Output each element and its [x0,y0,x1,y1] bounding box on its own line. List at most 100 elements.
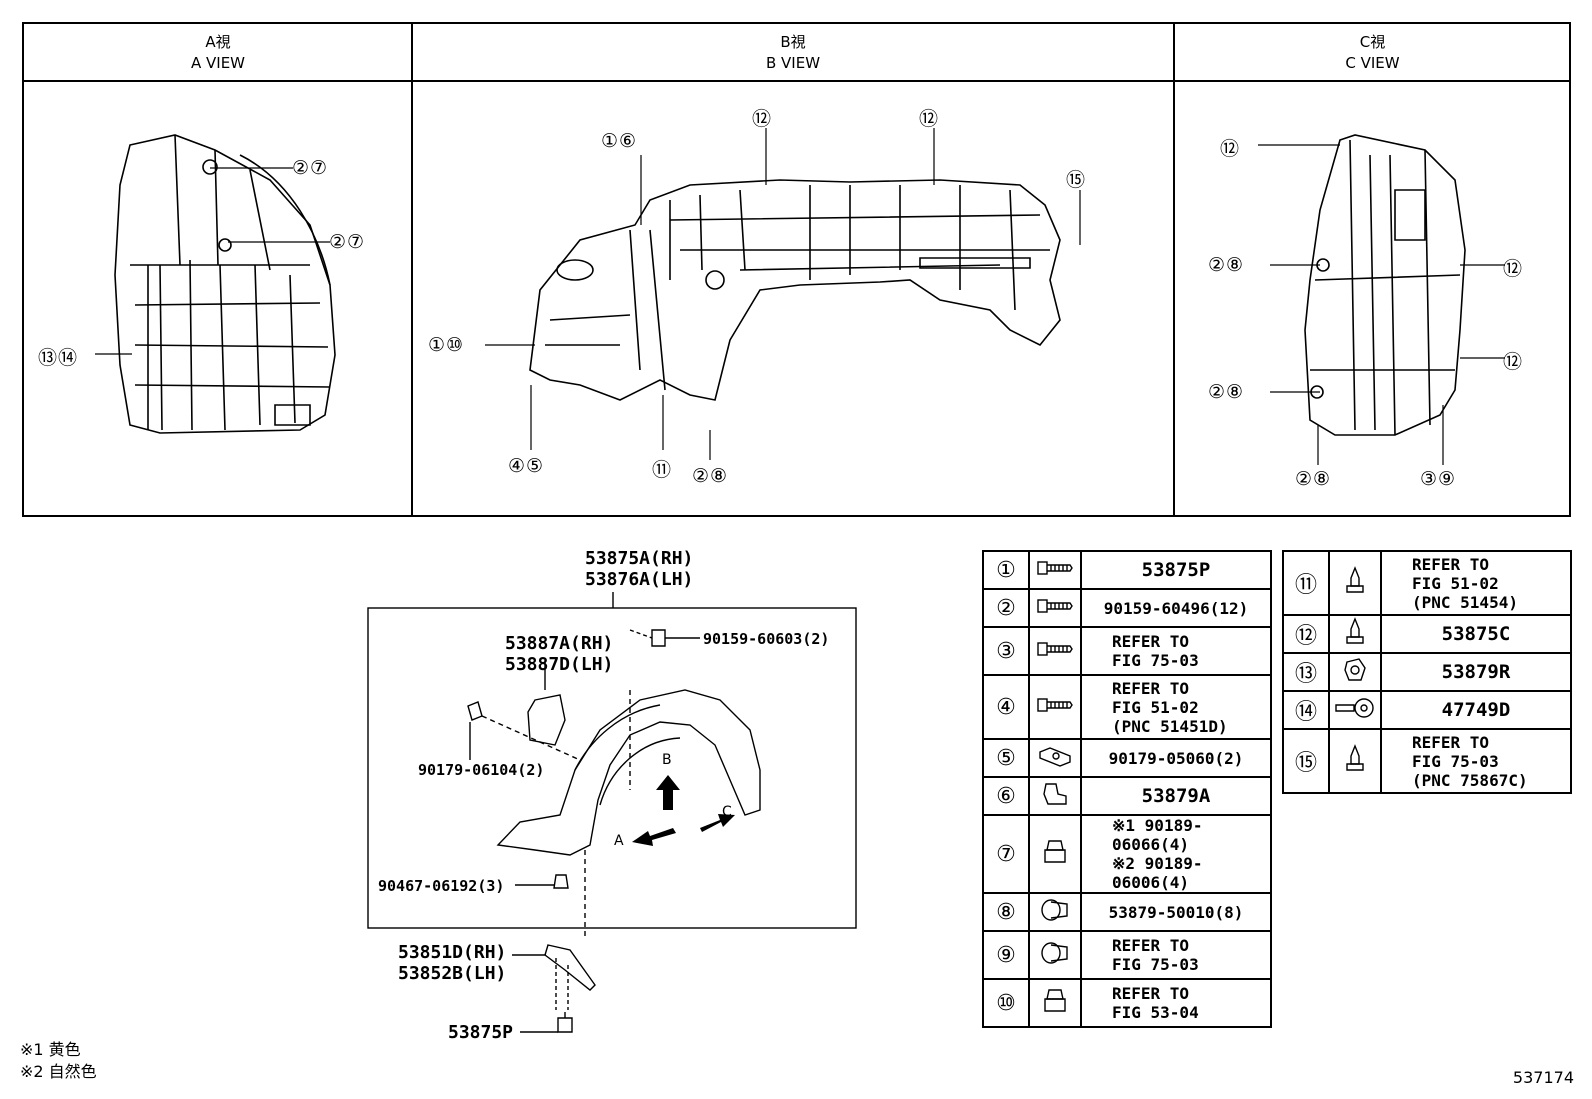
legend-row: ⑮ REFER TO FIG 75-03 (PNC 75867C) [1282,728,1572,794]
legend-row: ⑩ REFER TO FIG 53-04 [982,978,1272,1028]
legend-row: ④ REFER TO FIG 51-02 (PNC 51451D) [982,674,1272,740]
part-number-bracket-rh: 53887A(RH) [505,633,614,654]
part-number-main-rh: 53875A(RH) [585,548,694,569]
screw-icon [1028,674,1082,740]
legend-part-text: REFER TO FIG 53-04 [1080,978,1272,1028]
c-view-title-jp: C視 [1359,33,1386,51]
arrow-a-label: A [614,833,624,849]
legend-number: ⑬ [1282,652,1330,692]
legend-number: ⑩ [982,978,1030,1028]
callout-1-6: ①⑥ [601,130,638,152]
a-view-liner-drawing [114,134,336,434]
legend-part-text: 53879-50010(8) [1080,892,1272,932]
legend-number: ⑥ [982,776,1030,816]
callout-2-8: ②⑧ [1208,254,1245,276]
part-number-lower-lh: 53852B(LH) [398,963,507,984]
part-number-screw-top: 90159-60603(2) [703,630,830,648]
legend-part-text: REFER TO FIG 51-02 (PNC 51451D) [1080,674,1272,740]
legend-number: ② [982,588,1030,628]
arrow-c [700,814,735,832]
clip-icon [1028,776,1082,816]
rivet-icon [1328,690,1382,730]
legend-part-text: 90179-05060(2) [1080,738,1272,778]
callout-12: ⑫ [1503,351,1524,373]
grommet-icon [1028,930,1082,980]
b-view-liner-drawing [529,179,1061,401]
note-2: ※2 自然色 [20,1062,97,1081]
legend-table-right: ⑪ REFER TO FIG 51-02 (PNC 51454) ⑫ 53875C ⑬ 5… [1282,550,1572,794]
legend-part-text: 53879R [1380,652,1572,692]
callout-1-10: ①⑩ [428,334,465,356]
c-view-title-en: C VIEW [1345,54,1400,72]
view-panels: A視 A VIEW B視 B VIEW C視 C VIEW [22,22,1571,517]
callout-11: ⑪ [652,459,673,481]
arrow-b [656,775,680,810]
b-view-title-jp: B視 [780,33,806,51]
legend-part-text: REFER TO FIG 75-03 [1080,626,1272,676]
legend-number: ⑫ [1282,614,1330,654]
callout-13-14: ⑬⑭ [38,347,79,369]
legend-number: ③ [982,626,1030,676]
part-number-clip-left: 90179-06104(2) [418,761,545,779]
screw-icon [1028,626,1082,676]
callout-2-8: ②⑧ [692,465,729,487]
clip-nut-icon [1028,738,1082,778]
b-view-header: B視 B VIEW [412,24,1174,82]
legend-number: ⑮ [1282,728,1330,794]
note-1: ※1 黄色 [20,1040,81,1059]
legend-part-text: 53879A [1080,776,1272,816]
arrow-a [632,828,676,846]
push-clip-icon [1328,614,1382,654]
callout-2-8: ②⑧ [1208,381,1245,403]
legend-row: ⑪ REFER TO FIG 51-02 (PNC 51454) [1282,550,1572,616]
nut-icon [1028,814,1082,894]
legend-number: ⑪ [1282,550,1330,616]
legend-number: ⑧ [982,892,1030,932]
callout-15: ⑮ [1066,169,1087,191]
callout-4-5: ④⑤ [508,455,545,477]
legend-number: ⑦ [982,814,1030,894]
b-view-title-en: B VIEW [765,54,821,72]
legend-number: ④ [982,674,1030,740]
legend-row: ⑭ 47749D [1282,690,1572,730]
c-view-header: C視 C VIEW [1174,24,1571,82]
callout-12: ⑫ [1220,138,1241,160]
retainer-icon [1328,652,1382,692]
legend-row: ③ REFER TO FIG 75-03 [982,626,1272,676]
legend-row: ⑬ 53879R [1282,652,1572,692]
part-number-lower-rh: 53851D(RH) [398,942,507,963]
callout-12: ⑫ [752,108,773,130]
push-clip-icon [1328,728,1382,794]
legend-part-text: REFER TO FIG 75-03 [1080,930,1272,980]
exploded-frame [367,607,857,929]
nut-icon [1028,978,1082,1028]
arrow-b-label: B [662,752,672,768]
grommet-icon [1028,892,1082,932]
legend-part-text: 47749D [1380,690,1572,730]
legend-part-text: ※1 90189-06066(4) ※2 90189-06006(4) [1080,814,1272,894]
view-divider [1173,24,1175,515]
figure-code: 537174 [1512,1068,1574,1087]
legend-number: ① [982,550,1030,590]
callout-3-9: ③⑨ [1420,468,1457,490]
legend-number: ⑤ [982,738,1030,778]
legend-part-text: REFER TO FIG 51-02 (PNC 51454) [1380,550,1572,616]
legend-row: ⑦ ※1 90189-06066(4) ※2 90189-06006(4) [982,814,1272,894]
legend-number: ⑭ [1282,690,1330,730]
screw-icon [1028,588,1082,628]
callout-2-8: ②⑧ [1295,468,1332,490]
c-view-liner-drawing [1304,134,1466,436]
a-view-title-en: A VIEW [190,54,246,72]
legend-part-text: REFER TO FIG 75-03 (PNC 75867C) [1380,728,1572,794]
a-view-header: A視 A VIEW [24,24,412,82]
part-number-main-lh: 53876A(LH) [585,569,694,590]
legend-part-text: 53875C [1380,614,1572,654]
legend-row: ⑤ 90179-05060(2) [982,738,1272,778]
callout-2-7: ②⑦ [329,231,366,253]
part-number-bracket-lh: 53887D(LH) [505,654,614,675]
callout-12: ⑫ [919,108,940,130]
